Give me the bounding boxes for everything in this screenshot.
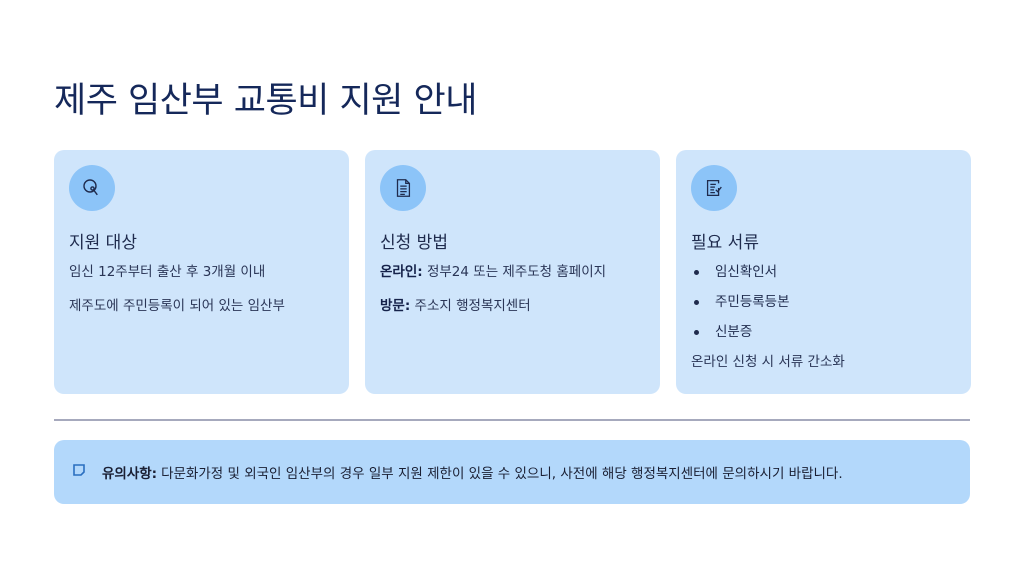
- method-visit: 방문: 주소지 행정복지센터: [380, 297, 645, 315]
- card-heading: 지원 대상: [69, 233, 137, 253]
- notice-text: 다문화가정 및 외국인 임산부의 경우 일부 지원 제한이 있을 수 있으니, …: [161, 466, 843, 482]
- magnifier-icon: [69, 165, 115, 211]
- document-icon: [380, 165, 426, 211]
- list-item: 주민등록등본: [691, 293, 956, 311]
- documents-list: 임신확인서 주민등록등본 신분증: [691, 263, 956, 341]
- card-application-method: 신청 방법 온라인: 정부24 또는 제주도청 홈페이지 방문: 주소지 행정복…: [365, 150, 660, 394]
- card-heading: 신청 방법: [380, 233, 448, 253]
- method-label: 온라인:: [380, 264, 423, 280]
- method-online: 온라인: 정부24 또는 제주도청 홈페이지: [380, 263, 645, 281]
- card-line: 제주도에 주민등록이 되어 있는 임산부: [69, 298, 285, 314]
- notice-label: 유의사항:: [102, 466, 158, 482]
- card-heading: 필요 서류: [691, 233, 759, 253]
- card-line: 임신 12주부터 출산 후 3개월 이내: [69, 264, 266, 280]
- list-item: 임신확인서: [691, 263, 956, 281]
- method-text: 주소지 행정복지센터: [414, 298, 531, 314]
- checklist-icon: [691, 165, 737, 211]
- method-label: 방문:: [380, 298, 411, 314]
- method-text: 정부24 또는 제주도청 홈페이지: [426, 264, 607, 280]
- note-icon: [72, 463, 86, 481]
- page-title: 제주 임산부 교통비 지원 안내: [54, 81, 477, 121]
- list-item: 신분증: [691, 323, 956, 341]
- divider: [54, 419, 970, 421]
- notice-box: 유의사항: 다문화가정 및 외국인 임산부의 경우 일부 지원 제한이 있을 수…: [54, 440, 970, 504]
- card-eligibility: 지원 대상 임신 12주부터 출산 후 3개월 이내 제주도에 주민등록이 되어…: [54, 150, 349, 394]
- card-required-documents: 필요 서류 임신확인서 주민등록등본 신분증 온라인 신청 시 서류 간소화: [676, 150, 971, 394]
- card-footer: 온라인 신청 시 서류 간소화: [691, 354, 845, 370]
